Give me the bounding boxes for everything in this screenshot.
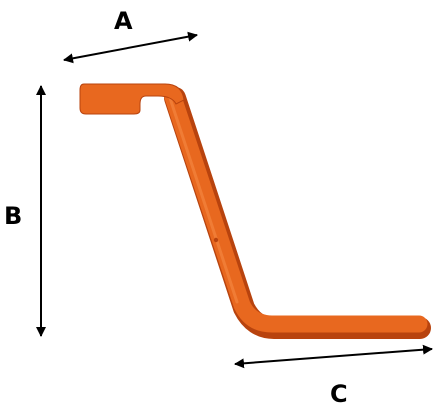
dimension-c-arrow	[234, 344, 433, 369]
orange-bracket-part	[79, 83, 431, 339]
dimension-a-arrow	[63, 31, 198, 64]
bracket-body	[163, 85, 428, 333]
bracket-highlight	[166, 90, 239, 304]
dimension-c-label: C	[330, 380, 348, 405]
dimension-a-label: A	[114, 7, 133, 35]
bracket-pin-detail	[213, 237, 219, 243]
bracket-top-tab	[79, 83, 185, 115]
dimension-b-label: B	[4, 202, 22, 230]
